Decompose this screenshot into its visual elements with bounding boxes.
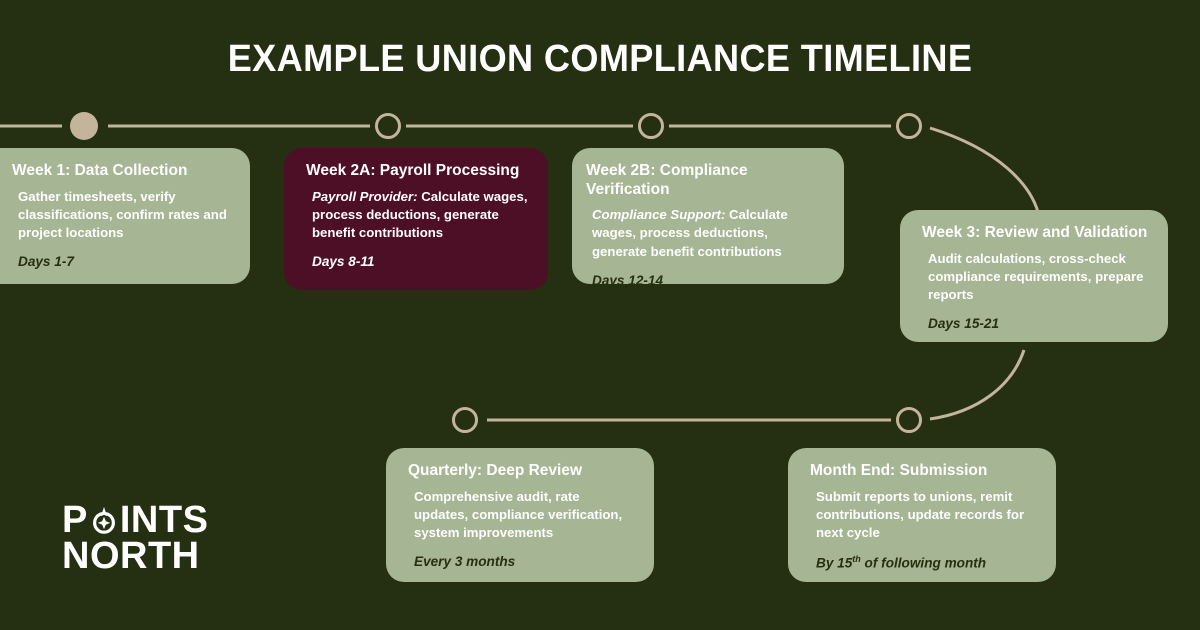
timeline-node-4 — [896, 113, 922, 139]
card-title: Week 3: Review and Validation — [922, 224, 1148, 241]
card-body: Audit calculations, cross-check complian… — [928, 250, 1150, 305]
brand-logo: P INTS NORTH — [62, 499, 209, 578]
timeline-card-week2b[interactable]: Week 2B: Compliance Verification Complia… — [572, 148, 844, 288]
card-body: Gather timesheets, verify classification… — [18, 188, 232, 243]
timeline-node-1 — [70, 112, 98, 140]
card-title: Month End: Submission — [810, 462, 988, 479]
card-body-text: Calculate wages, process deductions, gen… — [592, 207, 788, 259]
timeline-card-quarterly[interactable]: Quarterly: Deep Review Comprehensive aud… — [386, 448, 654, 582]
logo-line-2: NORTH — [62, 535, 200, 578]
card-body: Payroll Provider: Calculate wages, proce… — [312, 188, 530, 243]
timeline-card-week3[interactable]: Week 3: Review and Validation Audit calc… — [900, 210, 1168, 342]
card-lead: Payroll Provider: — [312, 188, 422, 204]
timeline-card-monthend[interactable]: Month End: Submission Submit reports to … — [788, 448, 1056, 582]
card-body: Submit reports to unions, remit contribu… — [816, 488, 1038, 543]
card-body-text: Comprehensive audit, rate updates, compl… — [414, 488, 623, 541]
card-title: Week 2B: Compliance Verification — [586, 162, 748, 198]
card-timing-suffix: of following month — [860, 555, 987, 571]
card-timing: Days 1-7 — [18, 254, 74, 270]
logo-line-1: P INTS — [62, 499, 209, 541]
card-timing-ordinal: th — [852, 554, 861, 565]
compass-rose-icon — [89, 505, 119, 535]
timeline-node-3 — [638, 113, 664, 139]
connector-curve-top — [929, 126, 1040, 213]
card-body-text: Audit calculations, cross-check complian… — [928, 250, 1144, 303]
card-title: Week 2A: Payroll Processing — [306, 162, 520, 179]
card-body-text: Calculate wages, process deductions, gen… — [312, 188, 528, 241]
timeline-node-5 — [452, 407, 478, 433]
card-timing: By 15th of following month — [816, 554, 1038, 571]
timeline-node-2 — [375, 113, 401, 139]
card-timing: Days 8-11 — [312, 254, 375, 270]
page-title: EXAMPLE UNION COMPLIANCE TIMELINE — [227, 38, 973, 80]
card-timing: Every 3 months — [414, 554, 516, 570]
card-body: Comprehensive audit, rate updates, compl… — [414, 488, 636, 543]
timeline-node-6 — [896, 407, 922, 433]
card-lead: Compliance Support: — [592, 207, 730, 223]
card-body: Compliance Support: Calculate wages, pro… — [592, 206, 826, 261]
timeline-card-week1[interactable]: Week 1: Data Collection Gather timesheet… — [0, 148, 250, 284]
logo-text-before: P — [62, 499, 88, 541]
card-timing-prefix: By 15 — [816, 555, 853, 571]
card-body-text: Submit reports to unions, remit contribu… — [816, 488, 1025, 541]
logo-text-after: INTS — [119, 499, 209, 541]
card-body-text: Gather timesheets, verify classification… — [18, 188, 227, 241]
card-timing: Days 12-14 — [592, 272, 664, 288]
card-title: Quarterly: Deep Review — [408, 462, 583, 479]
connector-curve-bottom — [929, 349, 1026, 421]
timeline-card-week2a[interactable]: Week 2A: Payroll Processing Payroll Prov… — [284, 148, 548, 290]
card-timing: Days 15-21 — [928, 316, 1000, 332]
card-title: Week 1: Data Collection — [12, 162, 188, 179]
